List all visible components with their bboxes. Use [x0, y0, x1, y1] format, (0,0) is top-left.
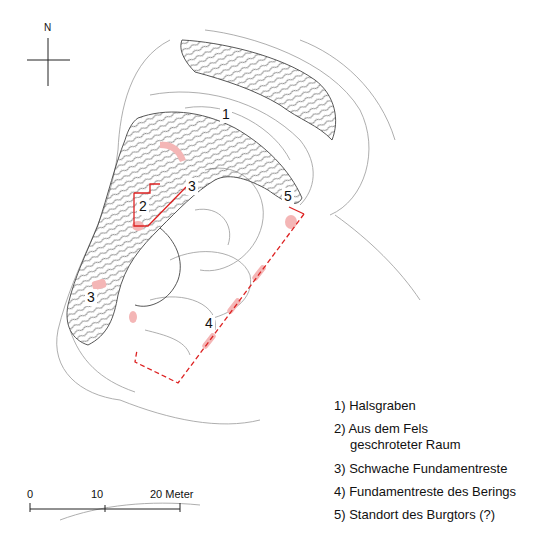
north-letter: N [44, 22, 51, 34]
legend-item: 4) Fundamentreste des Berings [334, 484, 516, 500]
rock-outcrop [67, 40, 336, 345]
callout-number: 2 [137, 198, 149, 215]
scale-label: 20 Meter [150, 488, 193, 501]
legend-item: 1) Halsgraben [334, 398, 416, 414]
north-arrow [27, 38, 70, 86]
scale-bar [30, 503, 180, 512]
callout-number: 4 [203, 315, 215, 332]
scale-label: 10 [91, 488, 103, 501]
legend-item: 5) Standort des Burgtors (?) [334, 507, 495, 523]
legend-item: 3) Schwache Fundamentreste [334, 461, 507, 477]
scale-label: 0 [27, 488, 33, 501]
callout-number: 5 [282, 188, 294, 205]
legend-item: 2) Aus dem Fels geschroteter Raum [334, 421, 490, 452]
foundation-remains [91, 142, 297, 350]
callout-number: 3 [85, 289, 97, 306]
callout-number: 1 [220, 106, 232, 123]
wall-lines [134, 184, 304, 383]
callout-number: 3 [186, 178, 198, 195]
